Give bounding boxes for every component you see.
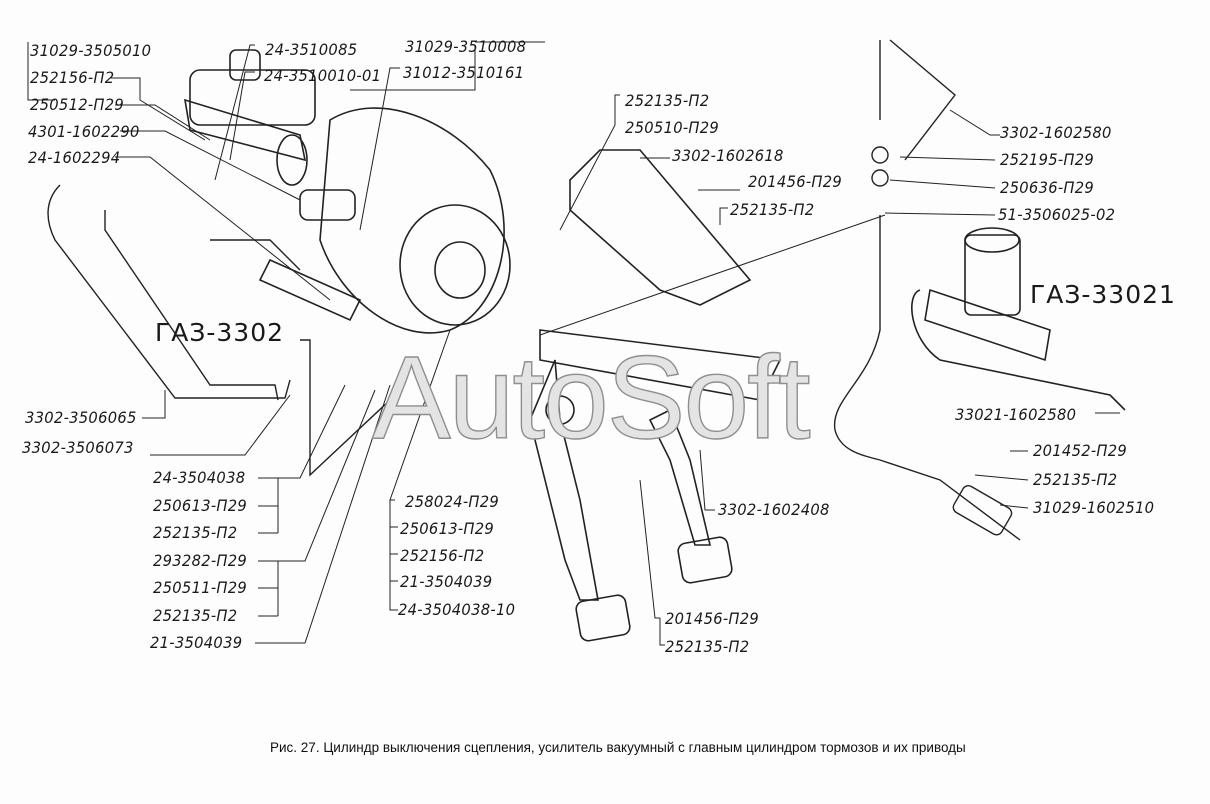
part-label: 21-3504039 — [400, 572, 493, 591]
model-label-gaz-3302: ГАЗ-3302 — [155, 318, 285, 347]
vacuum-booster — [258, 107, 511, 334]
part-label: 3302-1602618 — [672, 146, 784, 165]
figure-caption: Рис. 27. Цилиндр выключения сцепления, у… — [270, 740, 966, 755]
part-label: 31012-3510161 — [403, 63, 525, 82]
part-label: 21-3504039 — [150, 633, 243, 652]
part-label: 31029-3505010 — [30, 41, 152, 60]
part-label: 31029-1602510 — [1033, 498, 1155, 517]
watermark: AutoSoft — [371, 331, 811, 464]
part-label: 252195-П29 — [1000, 150, 1095, 169]
part-label: 250613-П29 — [400, 519, 495, 538]
part-label: 250613-П29 — [153, 496, 248, 515]
part-label: 258024-П29 — [405, 492, 500, 511]
part-label: 3302-3506073 — [22, 438, 134, 457]
part-label: 201452-П29 — [1033, 441, 1128, 460]
bracket-3302-1602618 — [569, 149, 752, 306]
part-label: 250636-П29 — [1000, 178, 1095, 197]
master-cylinder-brake — [183, 49, 316, 186]
part-label: 31029-3510008 — [405, 37, 527, 56]
part-label: 252135-П2 — [153, 606, 238, 625]
part-label: 250512-П29 — [30, 95, 125, 114]
clutch-line — [833, 39, 1021, 541]
master-cylinder-clutch-33021 — [911, 227, 1126, 411]
part-label: 252156-П2 — [30, 68, 115, 87]
part-label: 252156-П2 — [400, 546, 485, 565]
part-label: 250510-П29 — [625, 118, 720, 137]
part-label: 3302-1602408 — [718, 500, 830, 519]
part-label: 293282-П29 — [153, 551, 248, 570]
brake-pipes-3302 — [47, 184, 391, 477]
part-label: 252135-П2 — [1033, 470, 1118, 489]
part-label: 252135-П2 — [665, 637, 750, 656]
part-label: 24-3510085 — [265, 40, 358, 59]
part-label: 33021-1602580 — [955, 405, 1077, 424]
part-label: 250511-П29 — [153, 578, 248, 597]
part-label: 201456-П29 — [665, 609, 760, 628]
part-label: 24-1602294 — [28, 148, 121, 167]
part-label: 201456-П29 — [748, 172, 843, 191]
part-label: 252135-П2 — [153, 523, 238, 542]
part-label: 24-3510010-01 — [264, 66, 382, 85]
part-label: 252135-П2 — [730, 200, 815, 219]
part-label: 3302-3506065 — [25, 408, 137, 427]
model-label-gaz-33021: ГАЗ-33021 — [1030, 280, 1176, 309]
pedal-assembly — [529, 329, 782, 642]
part-label: 3302-1602580 — [1000, 123, 1112, 142]
part-label: 51-3506025-02 — [998, 205, 1116, 224]
part-label: 4301-1602290 — [28, 122, 140, 141]
part-label: 252135-П2 — [625, 91, 710, 110]
part-label: 24-3504038-10 — [398, 600, 516, 619]
part-label: 24-3504038 — [153, 468, 246, 487]
